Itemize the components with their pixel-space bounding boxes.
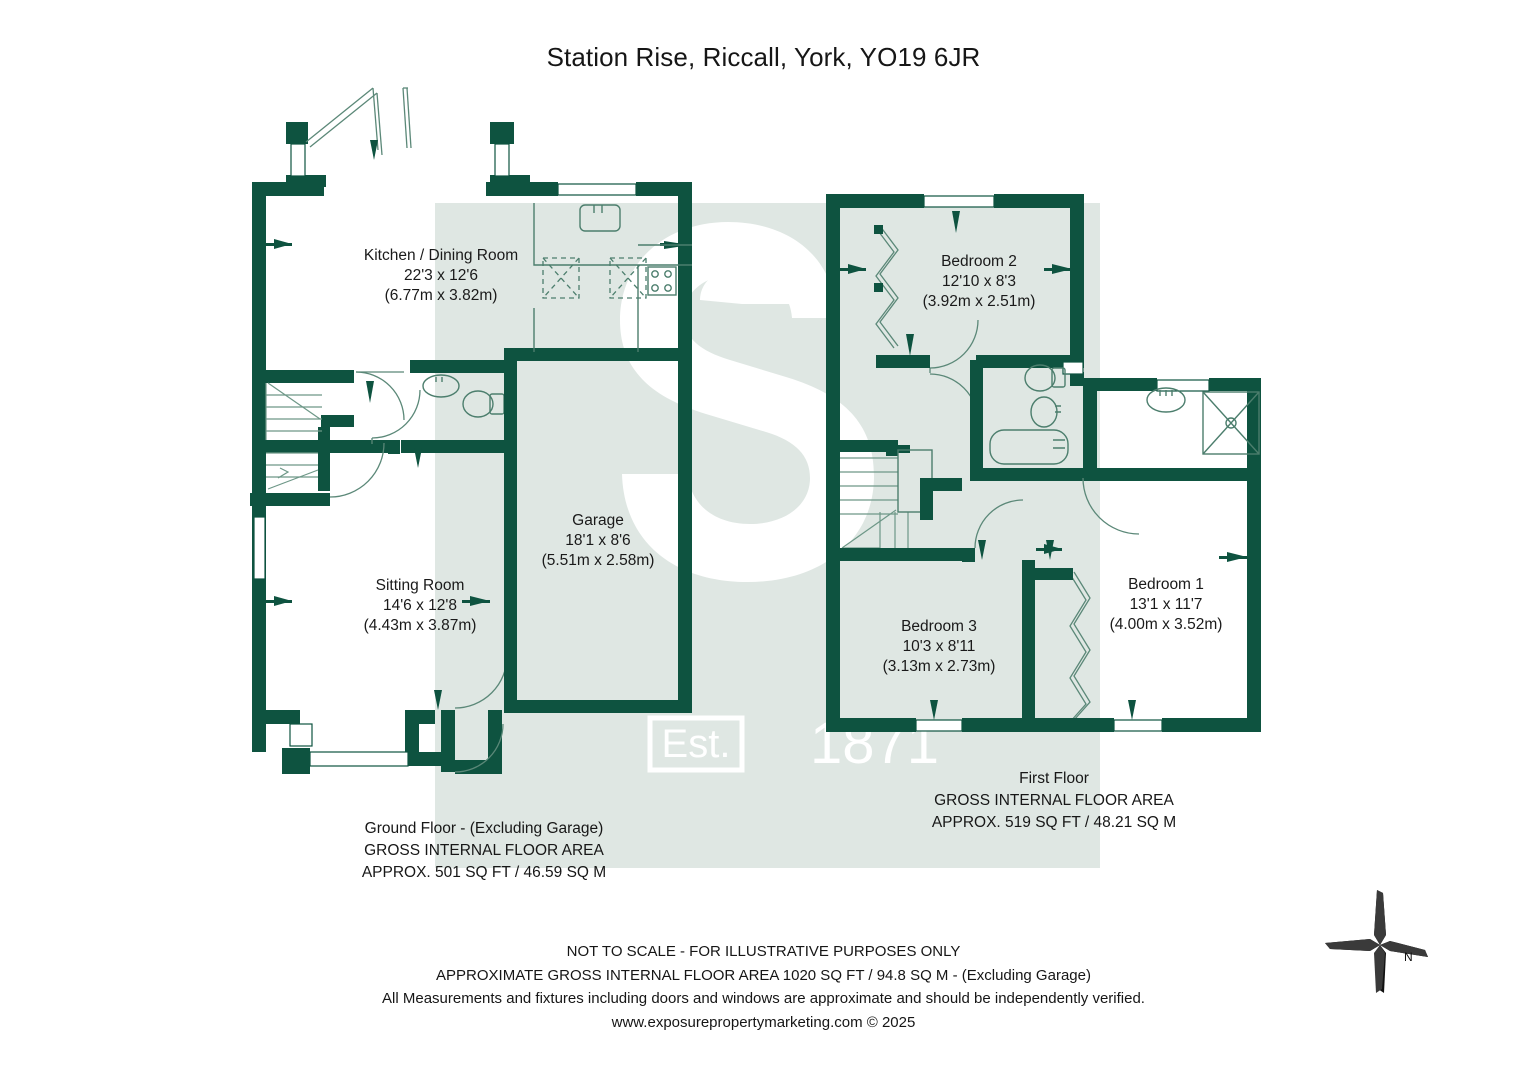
wardrobe-zigzag-bedroom2-icon [875,225,899,349]
compass-rose-icon [1325,890,1428,993]
room-dimensions-imperial: 22'3 x 12'6 [403,267,478,285]
room-name: Garage [572,512,624,529]
room-label-sitting-room: Sitting Room 14'6 x 12'8 (4.43m x 3.87m) [339,576,501,636]
room-dimensions-metric: (3.13m x 2.73m) [882,658,996,676]
room-dimensions-metric: (3.92m x 2.51m) [922,293,1036,311]
watermark-letter-s-shadow [700,266,790,304]
door-arc-bedroom2 [929,319,979,373]
first-floor-area-title: First Floor [1019,770,1089,787]
footer-line-measurements: All Measurements and fixtures including … [382,990,1145,1008]
first-floor-area-subtitle: GROSS INTERNAL FLOOR AREA [934,792,1174,809]
footer-line-website: www.exposurepropertymarketing.com © 2025 [611,1014,916,1032]
first-floor-area-value: APPROX. 519 SQ FT / 48.21 SQ M [931,814,1177,831]
room-name: Bedroom 2 [941,253,1017,270]
bifold-doors-icon [305,87,412,156]
room-label-bedroom-2: Bedroom 2 12'10 x 8'3 (3.92m x 2.51m) [898,252,1060,312]
first-floor-area-block: First Floor GROSS INTERNAL FLOOR AREA AP… [908,768,1200,834]
room-label-bedroom-3: Bedroom 3 10'3 x 8'11 (3.13m x 2.73m) [858,617,1020,677]
ground-floor-area-title: Ground Floor - (Excluding Garage) [364,820,604,837]
hob-icon [647,266,677,296]
room-dimensions-imperial: 14'6 x 12'8 [382,597,457,615]
room-name: Bedroom 1 [1128,576,1204,593]
toilet-icon-bathroom [1024,364,1066,392]
first-floor-plan [826,194,1261,732]
room-dimensions-imperial: 18'1 x 8'6 [565,532,631,550]
appliance-icon-1 [542,257,580,299]
staircase-ground-icon [265,382,322,490]
page-title: Station Rise, Riccall, York, YO19 6JR [546,42,981,72]
disclaimer-footer: NOT TO SCALE - FOR ILLUSTRATIVE PURPOSES… [0,940,1527,1035]
room-dimensions-metric: (4.43m x 3.87m) [363,617,477,635]
wardrobe-zigzag-bedroom1-icon [1069,571,1091,723]
door-arc-sitting [329,442,385,498]
footer-line-total-area: APPROXIMATE GROSS INTERNAL FLOOR AREA 10… [436,966,1091,984]
bath-icon [989,429,1069,465]
room-dimensions-metric: (4.00m x 3.52m) [1109,616,1223,634]
door-arc-hall [355,371,405,421]
appliance-icon-2 [609,257,647,299]
ground-floor-plan [250,87,692,774]
door-arc-bedroom3 [974,499,1024,549]
door-arc-bedroom1 [1082,477,1140,535]
ground-floor-area-value: APPROX. 501 SQ FT / 46.59 SQ M [361,864,607,881]
room-dimensions-imperial: 13'1 x 11'7 [1129,596,1203,614]
room-dimensions-imperial: 10'3 x 8'11 [902,638,976,656]
ground-floor-area-subtitle: GROSS INTERNAL FLOOR AREA [364,842,604,859]
room-name: Bedroom 3 [901,618,977,635]
room-label-garage: Garage 18'1 x 8'6 (5.51m x 2.58m) [517,511,679,571]
basin-icon-ensuite [1146,387,1186,413]
door-arc-front [454,723,504,773]
basin-icon-bathroom [1030,396,1061,428]
wc-basin-icon [422,374,460,398]
ground-floor-area-block: Ground Floor - (Excluding Garage) GROSS … [338,818,630,884]
staircase-first-icon [840,457,909,549]
room-label-bedroom-1: Bedroom 1 13'1 x 11'7 (4.00m x 3.52m) [1085,575,1247,635]
room-name: Sitting Room [375,577,465,594]
sink-icon [579,204,621,232]
watermark-panel: Est. 1871 [435,203,1100,868]
footer-line-scale: NOT TO SCALE - FOR ILLUSTRATIVE PURPOSES… [566,943,961,960]
room-dimensions-imperial: 12'10 x 8'3 [941,273,1016,291]
compass-north-label: N [1404,950,1413,964]
room-label-kitchen-dining: Kitchen / Dining Room 22'3 x 12'6 (6.77m… [360,246,522,306]
room-name: Kitchen / Dining Room [363,247,519,264]
svg-text:Est.: Est. [662,722,731,766]
room-dimensions-metric: (6.77m x 3.82m) [384,287,498,305]
door-arc-wc [371,389,421,444]
room-dimensions-metric: (5.51m x 2.58m) [541,552,655,570]
shower-icon [1202,391,1260,455]
